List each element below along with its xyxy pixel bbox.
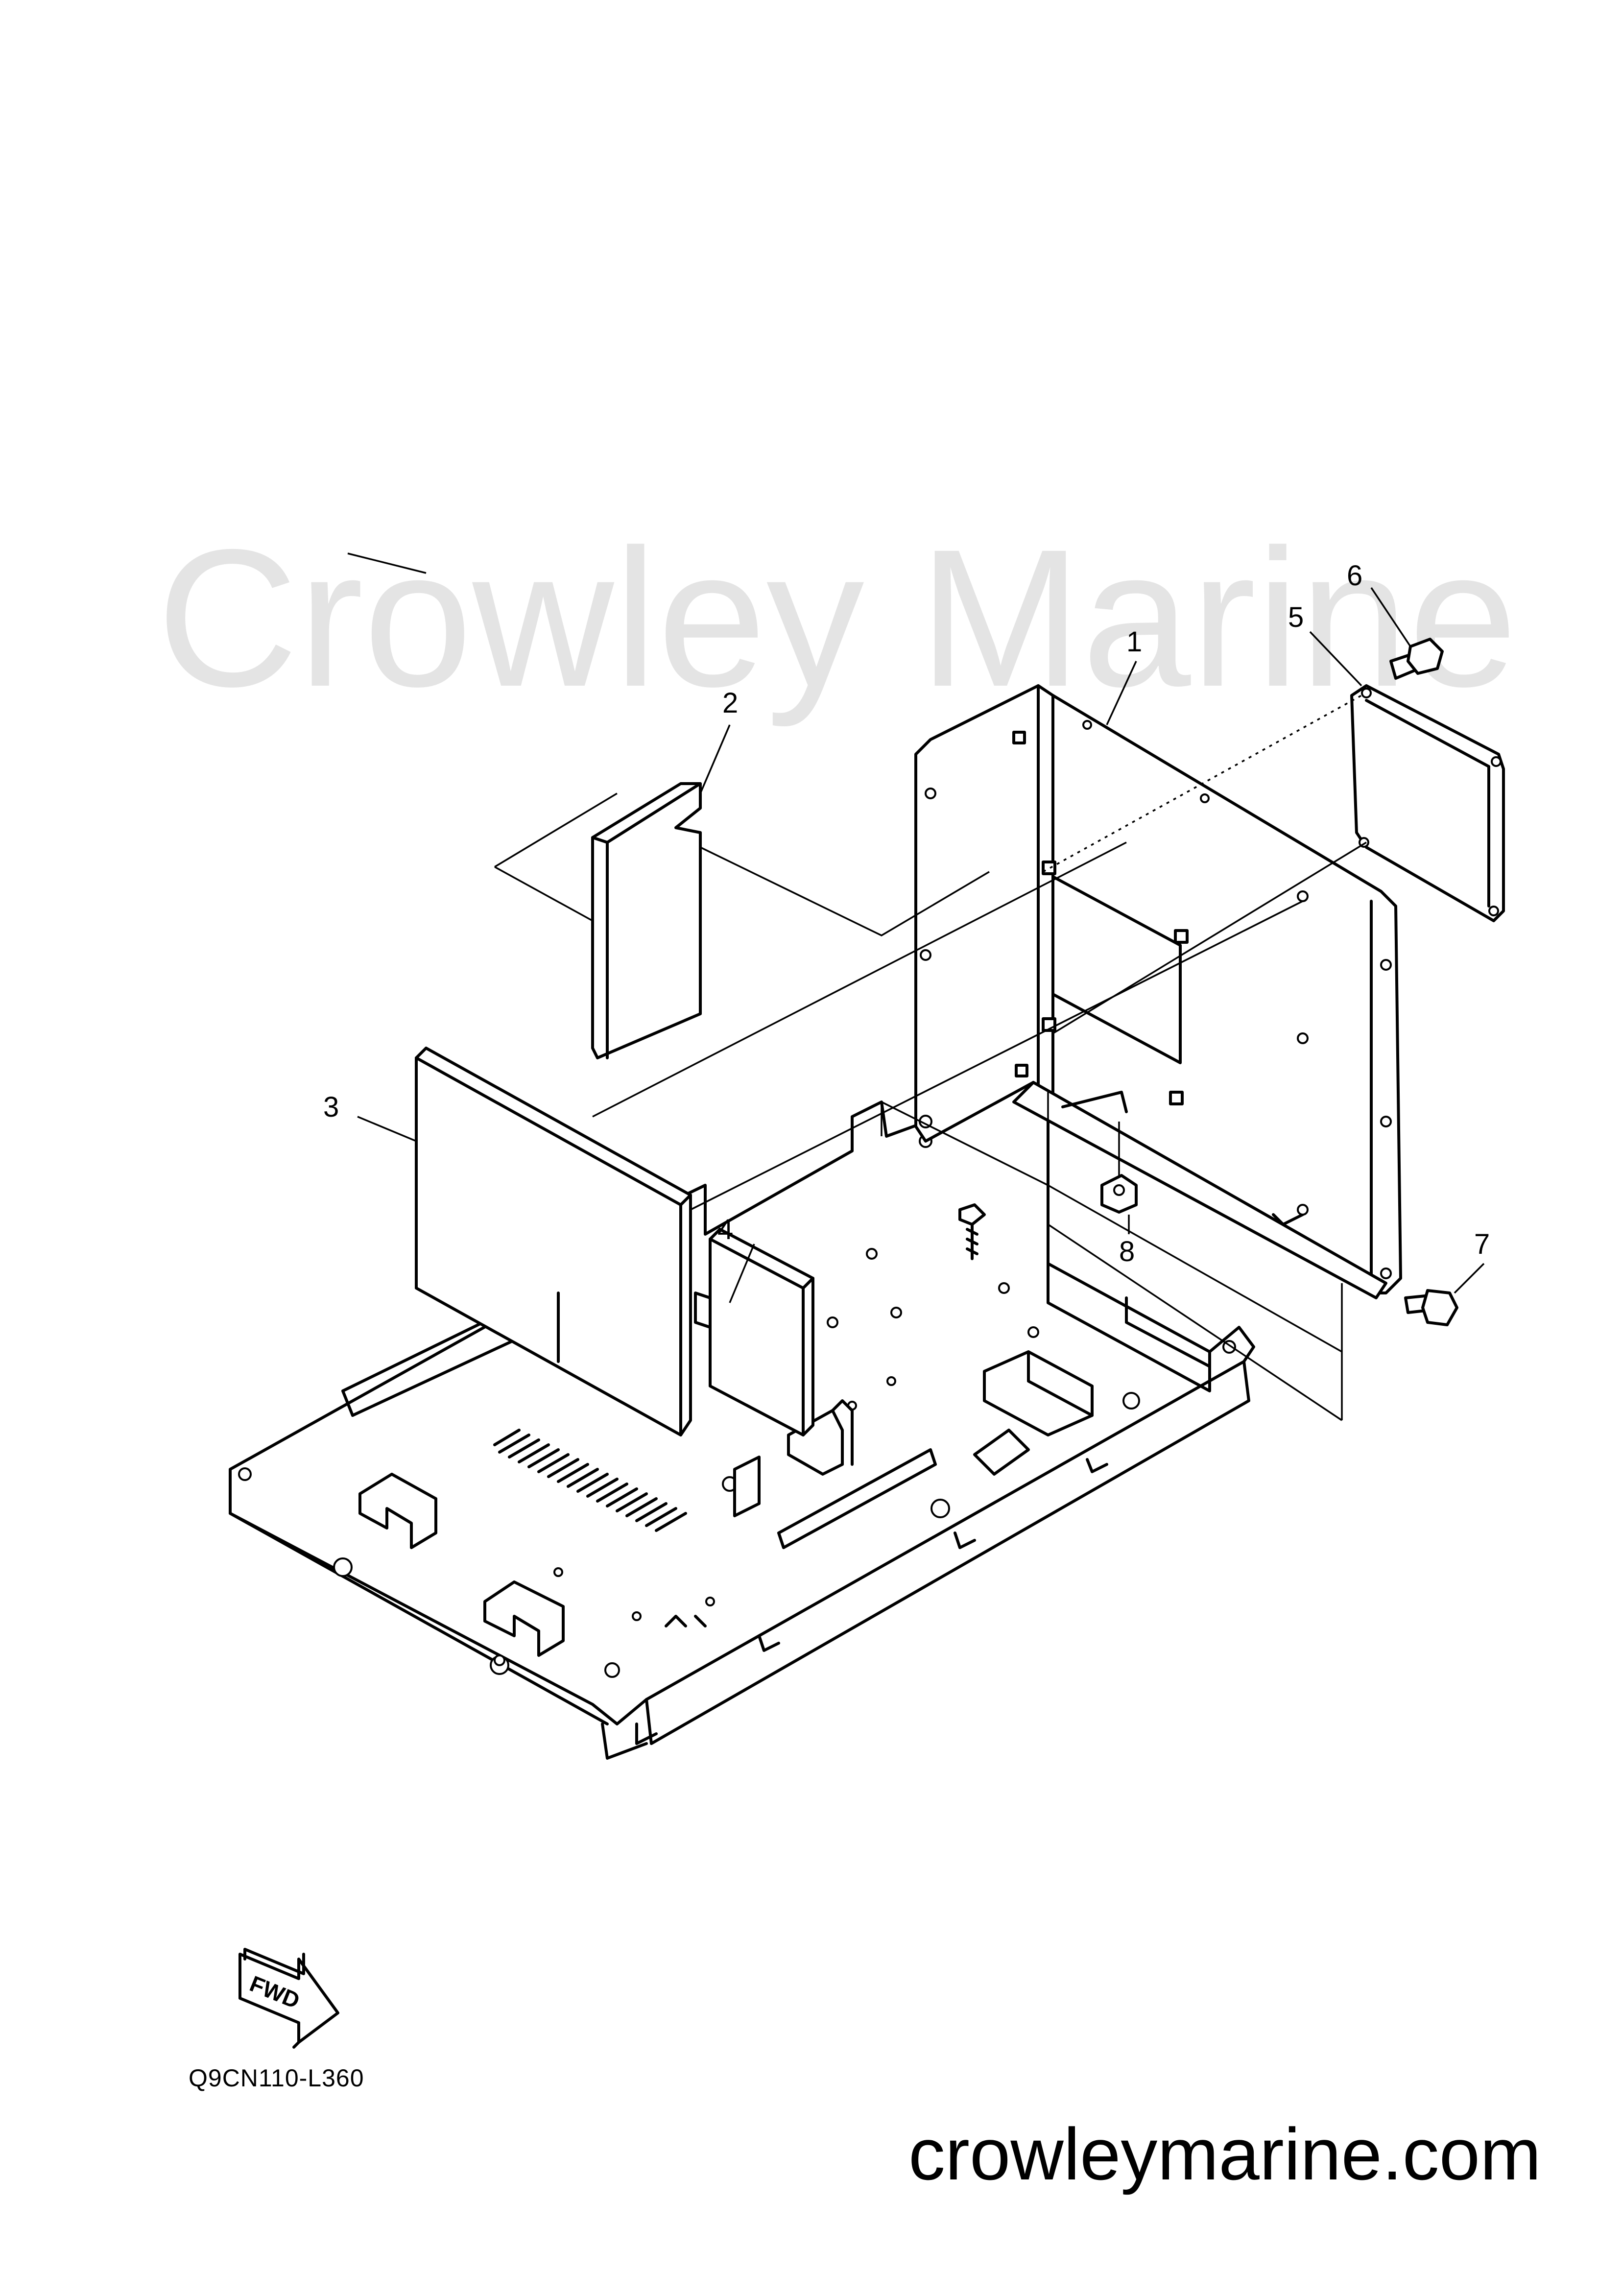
part-2-pad: [591, 782, 702, 1059]
diagram-code: Q9CN110-L360: [189, 2064, 364, 2092]
callout-6: 6: [1347, 560, 1362, 592]
part-7-bolt: [1404, 1289, 1458, 1326]
site-url: crowleymarine.com: [908, 2113, 1541, 2195]
vent-slots: [493, 1429, 687, 1532]
part-6-bolt: [1389, 638, 1444, 680]
part-1-rear-cover: [914, 684, 1402, 1299]
callout-2: 2: [722, 687, 738, 719]
screw: [958, 1203, 986, 1260]
part-5-cover-plate: [1350, 684, 1505, 922]
callout-5: 5: [1288, 601, 1304, 633]
callout-7: 7: [1474, 1228, 1490, 1260]
callout-3: 3: [323, 1091, 339, 1123]
callout-1: 1: [1126, 626, 1142, 658]
fwd-arrow-icon: FWD: [239, 1948, 339, 2049]
part-4-insulation-pad: [694, 1228, 814, 1436]
part-8-nut: [1100, 1174, 1138, 1214]
assembly-lines: [494, 694, 1367, 1421]
callout-4: 4: [717, 1214, 733, 1245]
base-plate: [229, 1076, 1255, 1760]
watermark-text: Crowley Marine: [157, 508, 1518, 729]
part-3-insulation-panel: [415, 1047, 692, 1436]
callout-leaders: [347, 552, 1485, 1303]
callout-8: 8: [1119, 1236, 1135, 1268]
